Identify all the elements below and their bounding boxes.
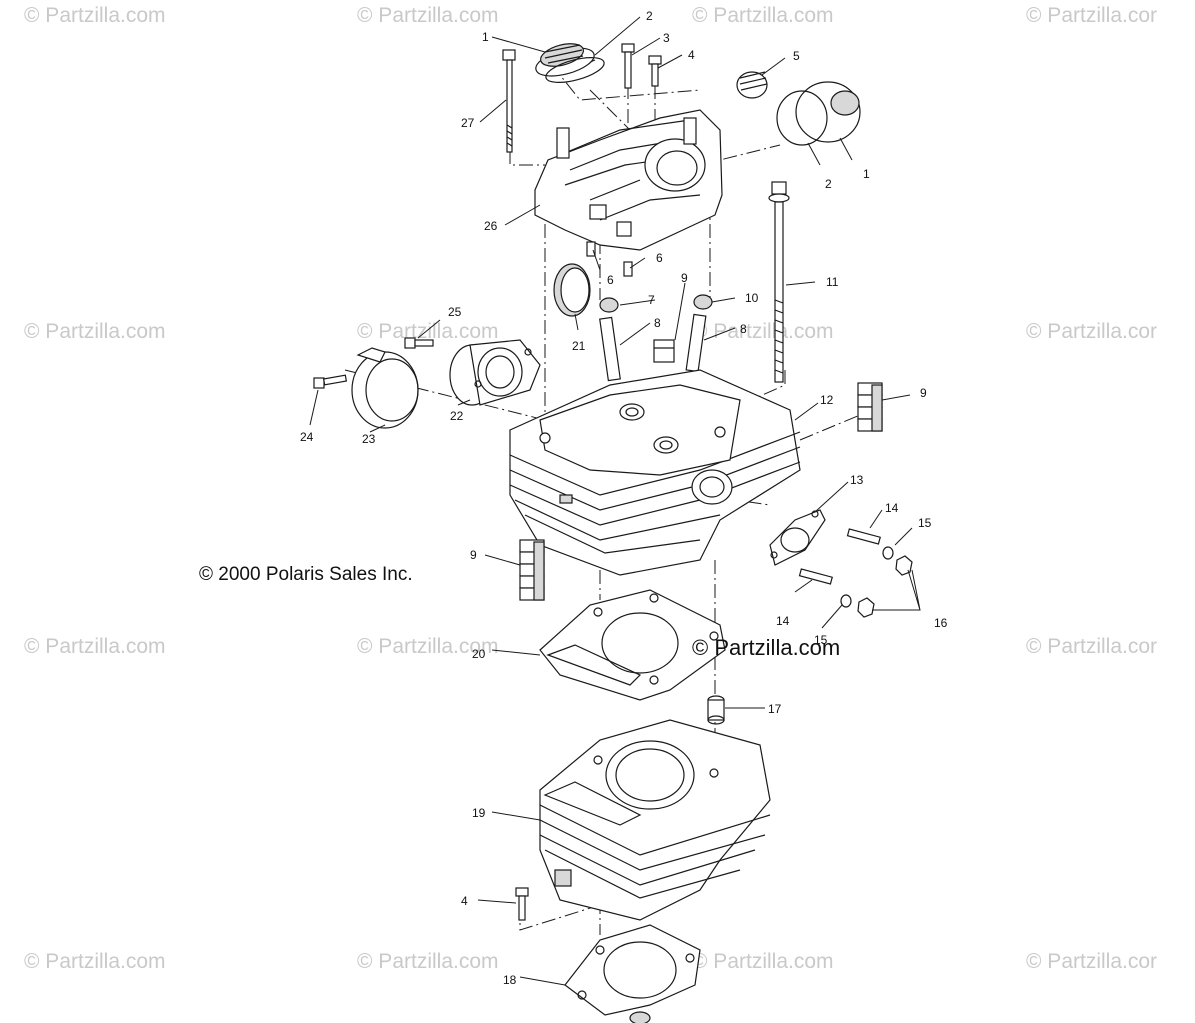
- callout-19: 19: [472, 806, 486, 820]
- callout-14: 14: [885, 501, 899, 515]
- long-bolt-27: [502, 49, 516, 153]
- leader-lines: [309, 16, 921, 986]
- callout-5: 5: [793, 49, 800, 63]
- callout-1: 1: [863, 167, 870, 181]
- shim-stack-9-right: [857, 382, 883, 432]
- small-bolts-3-4: [621, 43, 662, 89]
- callout-4: 4: [688, 48, 695, 62]
- valve-parts-7-8-9-10: [599, 294, 713, 382]
- intake-parts-22-23-24-25: [313, 337, 541, 429]
- callout-8: 8: [740, 322, 747, 336]
- base-gasket-18: [564, 924, 701, 1023]
- callout-17: 17: [768, 702, 782, 716]
- cylinder-head-12: [509, 369, 801, 576]
- callout-9: 9: [470, 548, 477, 562]
- callout-22: 22: [450, 409, 464, 423]
- callout-25: 25: [448, 305, 462, 319]
- callout-16: 16: [934, 616, 948, 630]
- callout-2: 2: [646, 9, 653, 23]
- callout-24: 24: [300, 430, 314, 444]
- bolt-4-bottom: [515, 887, 529, 921]
- callout-11: 11: [826, 275, 839, 289]
- callout-21: 21: [572, 339, 586, 353]
- side-caps-5-1-2: [736, 71, 861, 146]
- callout-15: 15: [814, 633, 828, 647]
- callout-1: 1: [482, 30, 489, 44]
- callout-2: 2: [825, 177, 832, 191]
- cylinder-19: [539, 719, 771, 921]
- long-stud-11: [768, 181, 790, 383]
- callout-14: 14: [776, 614, 790, 628]
- callout-8: 8: [654, 316, 661, 330]
- dowel-17: [707, 695, 725, 725]
- dowel-pins-6: [586, 241, 633, 277]
- callout-6: 6: [607, 273, 614, 287]
- center-watermark: © Partzilla.com: [692, 635, 841, 660]
- callout-15: 15: [918, 516, 932, 530]
- callout-6: 6: [656, 251, 663, 265]
- studs-washers-nuts-14-15-16: [798, 528, 913, 618]
- rocker-cover-26: [534, 109, 723, 251]
- callout-12: 12: [820, 393, 834, 407]
- plug-21: [553, 263, 591, 317]
- callout-numbers: 1 2 3 4 5 1 2 27 26 6 6 11 9 7 10 8 8 21…: [300, 9, 948, 987]
- callout-13: 13: [850, 473, 864, 487]
- head-gasket-20: [539, 589, 726, 701]
- callout-3: 3: [663, 31, 670, 45]
- copyright-notice: © 2000 Polaris Sales Inc.: [199, 564, 413, 585]
- callout-18: 18: [503, 973, 517, 987]
- callout-9: 9: [681, 271, 688, 285]
- top-cap-1-2: [535, 43, 605, 83]
- callout-9: 9: [920, 386, 927, 400]
- callout-7: 7: [648, 293, 655, 307]
- callout-23: 23: [362, 432, 376, 446]
- shim-stack-9-left: [519, 539, 545, 601]
- callout-27: 27: [461, 116, 475, 130]
- callout-20: 20: [472, 647, 486, 661]
- exhaust-gasket-13: [769, 509, 826, 566]
- callout-26: 26: [484, 219, 498, 233]
- callout-4: 4: [461, 894, 468, 908]
- callout-10: 10: [745, 291, 759, 305]
